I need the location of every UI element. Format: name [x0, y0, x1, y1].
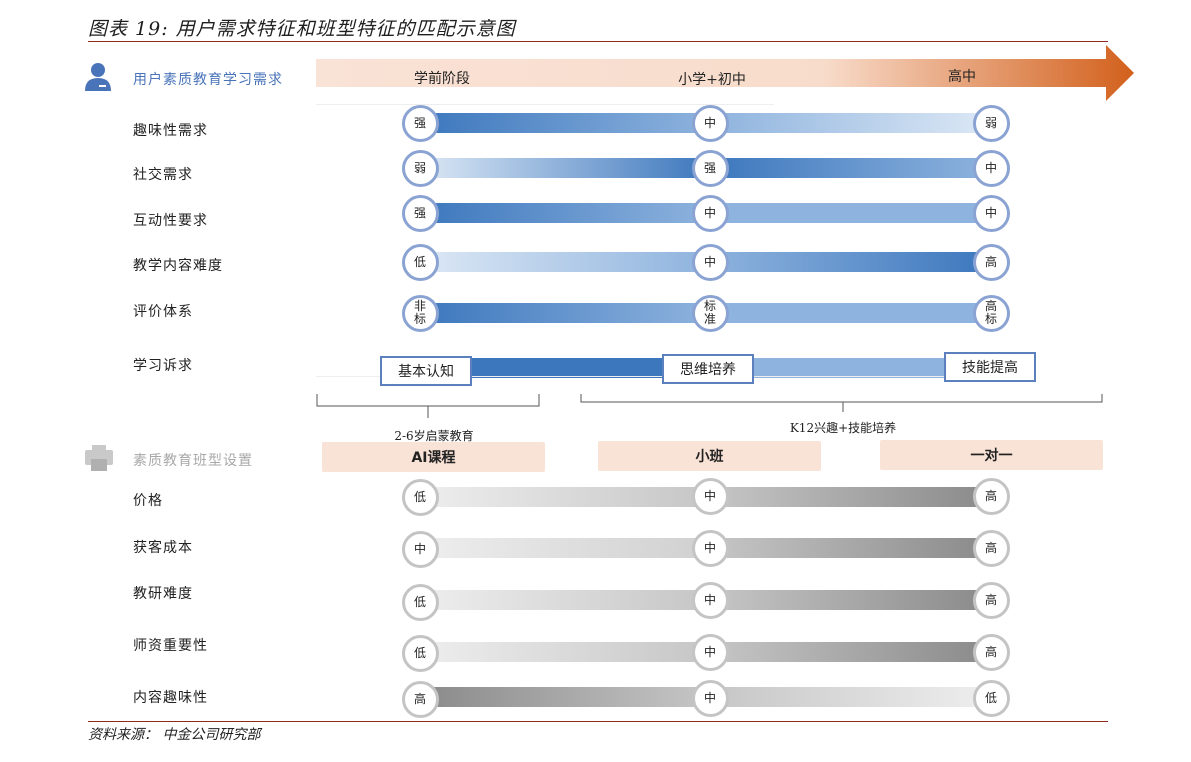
difficulty-bar-right: [710, 252, 991, 272]
rnd-value-ai: 低: [401, 583, 439, 621]
row-label-teacher-importance: 师资重要性: [133, 638, 208, 654]
row-label-interaction: 互动性要求: [133, 213, 208, 229]
section1-label: 用户素质教育学习需求: [133, 72, 283, 88]
footer-rule: [88, 721, 1108, 722]
stage-high-school: 高中: [948, 69, 976, 85]
acquisition-value-one: 高: [972, 529, 1010, 567]
interaction-value-high: 中: [972, 194, 1010, 232]
fun-value-preschool: 强: [401, 104, 439, 142]
rnd-value-one: 高: [972, 581, 1010, 619]
rnd-bar-right: [710, 590, 991, 610]
acquisition-value-ai: 中: [401, 530, 439, 568]
contentfun-value-ai: 高: [401, 680, 439, 718]
rnd-value-small: 中: [691, 581, 729, 619]
source-note: 资料来源： 中金公司研究部: [88, 727, 261, 743]
difficulty-bar-left: [420, 252, 710, 272]
fun-bar-left: [420, 113, 710, 133]
figure-title: 图表 19: 用户需求特征和班型特征的匹配示意图: [88, 18, 516, 40]
teacher-bar-left: [420, 642, 710, 662]
price-value-ai: 低: [401, 478, 439, 516]
evaluation-value-k9: 标准: [691, 294, 729, 332]
teacher-value-small: 中: [691, 633, 729, 671]
interaction-bar-left: [420, 203, 710, 223]
social-value-k9: 强: [691, 149, 729, 187]
class-ai-course: AI课程: [322, 442, 545, 472]
evaluation-value-preschool: 非标: [401, 294, 439, 332]
fun-value-high: 弱: [972, 104, 1010, 142]
age-braces: [316, 394, 1103, 418]
teacher-value-one: 高: [972, 633, 1010, 671]
interaction-value-preschool: 强: [401, 194, 439, 232]
social-bar-right: [710, 158, 991, 178]
acquisition-value-small: 中: [691, 529, 729, 567]
person-icon: [84, 62, 112, 92]
learning-basic-cognition: 基本认知: [380, 356, 472, 386]
price-bar-left: [420, 487, 710, 507]
difficulty-value-preschool: 低: [401, 243, 439, 281]
title-rule: [88, 41, 1108, 42]
price-bar-right: [710, 487, 991, 507]
row-label-price: 价格: [133, 493, 163, 509]
social-bar-left: [420, 158, 710, 178]
learning-bar-left: [428, 358, 710, 378]
social-value-preschool: 弱: [401, 149, 439, 187]
price-value-small: 中: [691, 477, 729, 515]
row-label-fun: 趣味性需求: [133, 123, 208, 139]
acquisition-bar-right: [710, 538, 991, 558]
teacher-bar-right: [710, 642, 991, 662]
contentfun-value-small: 中: [691, 679, 729, 717]
section2-label: 素质教育班型设置: [133, 453, 253, 469]
contentfun-bar-left: [420, 687, 710, 707]
fun-bar-right: [710, 113, 991, 133]
contentfun-bar-right: [710, 687, 991, 707]
evaluation-bar-right: [710, 303, 991, 323]
stage-arrow: [316, 45, 1134, 101]
stage-primary-middle: 小学+初中: [678, 72, 746, 88]
rnd-bar-left: [420, 590, 710, 610]
stage-divider: [316, 104, 774, 105]
class-icon: [84, 444, 114, 472]
evaluation-value-high: 高标: [972, 294, 1010, 332]
interaction-bar-right: [710, 203, 991, 223]
difficulty-value-k9: 中: [691, 243, 729, 281]
row-label-acquisition-cost: 获客成本: [133, 540, 193, 556]
learning-divider: [316, 376, 976, 377]
social-value-high: 中: [972, 149, 1010, 187]
difficulty-value-high: 高: [972, 243, 1010, 281]
class-one-on-one: 一对一: [880, 440, 1103, 470]
fun-value-k9: 中: [691, 104, 729, 142]
row-label-social: 社交需求: [133, 167, 193, 183]
price-value-one: 高: [972, 477, 1010, 515]
teacher-value-ai: 低: [401, 634, 439, 672]
evaluation-bar-left: [420, 303, 710, 323]
interaction-value-k9: 中: [691, 194, 729, 232]
learning-thinking-training: 思维培养: [662, 354, 754, 384]
row-label-content-fun: 内容趣味性: [133, 690, 208, 706]
stage-preschool: 学前阶段: [414, 71, 470, 87]
row-label-evaluation: 评价体系: [133, 304, 193, 320]
brace-label-preschool: 2-6岁启蒙教育: [394, 429, 474, 443]
row-label-rnd-difficulty: 教研难度: [133, 586, 193, 602]
acquisition-bar-left: [420, 538, 710, 558]
learning-bar-right: [710, 358, 992, 378]
class-small-class: 小班: [598, 441, 821, 471]
brace-label-k12: K12兴趣+技能培养: [789, 421, 897, 435]
contentfun-value-one: 低: [972, 679, 1010, 717]
row-label-learning: 学习诉求: [133, 358, 193, 374]
row-label-difficulty: 教学内容难度: [133, 258, 223, 274]
learning-skill-improvement: 技能提高: [944, 352, 1036, 382]
